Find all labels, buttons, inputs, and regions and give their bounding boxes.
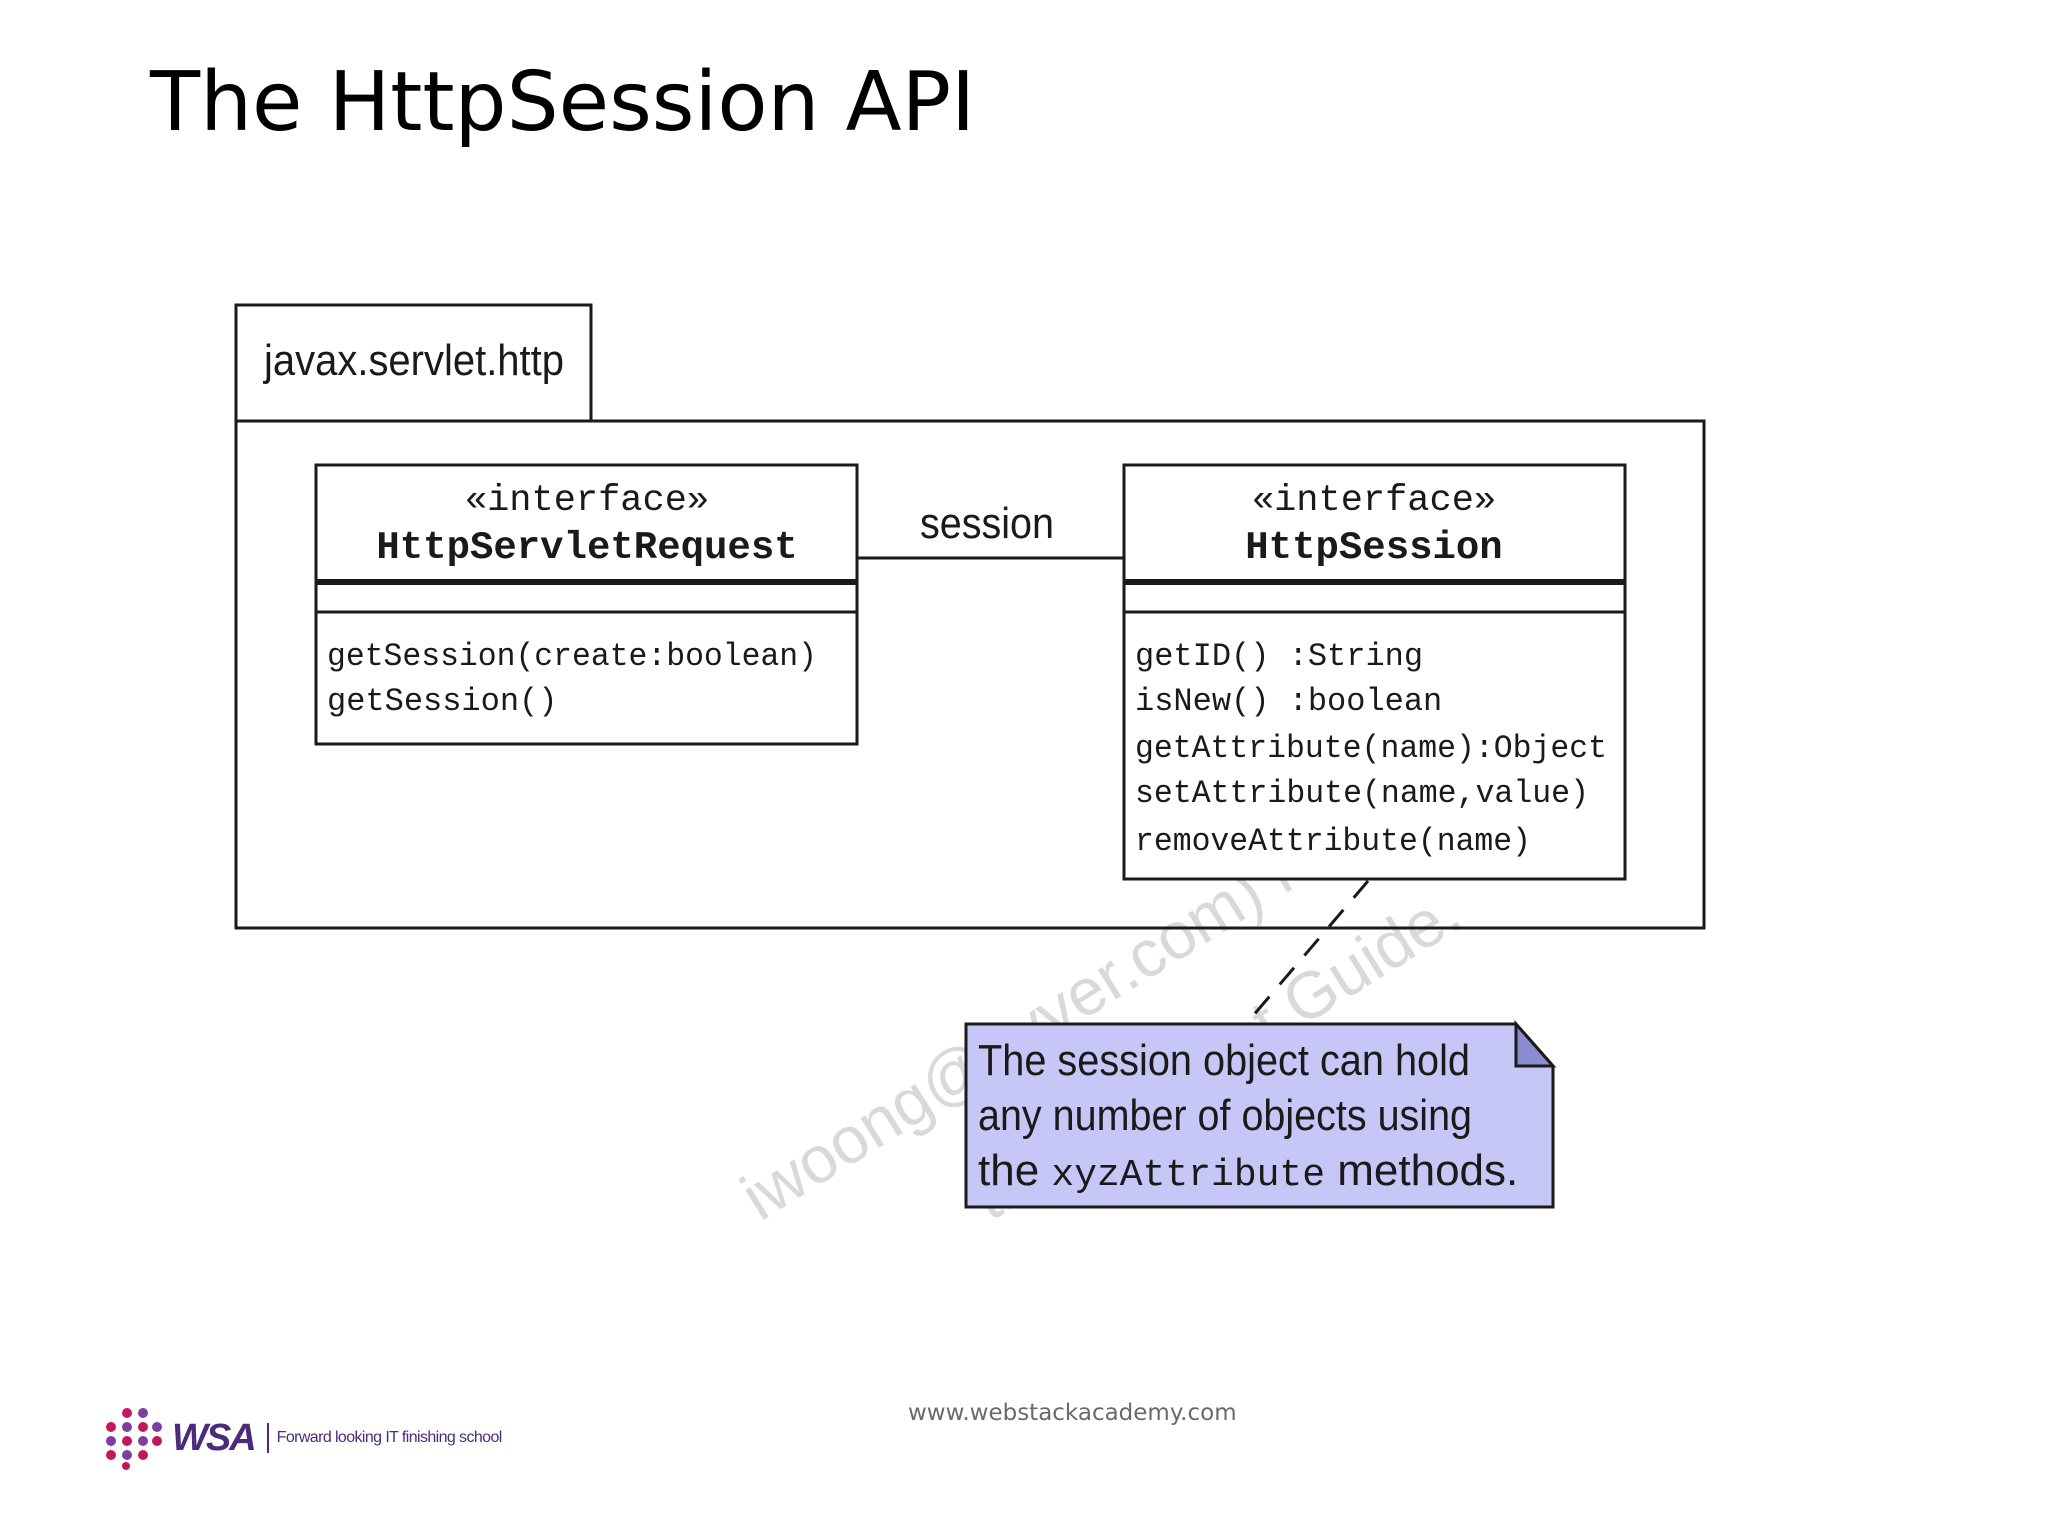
package-javax-servlet-http: javax.servlet.http [234,303,1706,930]
session-method-3: getAttribute(name):Object [1135,730,1607,767]
wsa-logo: WSA Forward looking IT finishing school [102,1406,502,1470]
note: The session object can hold any number o… [964,1020,1557,1209]
note-line-3: the xyzAttribute methods. [978,1146,1518,1197]
slide-title: The HttpSession API [150,55,976,150]
session-class-name: HttpSession [1245,526,1502,570]
request-method-1: getSession(create:boolean) [327,638,817,675]
request-stereotype: «interface» [465,480,709,522]
package-body [234,419,1706,930]
request-class-name: HttpServletRequest [376,526,797,570]
logo-dot-grid-icon [102,1406,164,1470]
class-box [1122,463,1627,881]
association-label: session [920,499,1054,548]
class-http-session: «interface» HttpSession getID() :String … [1122,463,1627,881]
note-body [964,1022,1555,1209]
note-line-3-suffix: methods. [1325,1146,1518,1195]
note-folded-corner [1514,1020,1557,1068]
request-method-2: getSession() [327,683,557,720]
note-line-1: The session object can hold [978,1036,1470,1085]
class-box [314,463,859,746]
session-method-4: setAttribute(name,value) [1135,775,1589,812]
note-anchor-line [1244,880,1370,1025]
note-line-3-code: xyzAttribute [1051,1154,1325,1197]
note-line-3-prefix: the [978,1146,1051,1195]
logo-separator [266,1423,269,1453]
session-method-1: getID() :String [1135,638,1423,675]
logo-wordmark: WSA [172,1416,257,1459]
package-name: javax.servlet.http [262,336,564,385]
class-http-servlet-request: «interface» HttpServletRequest getSessio… [314,463,859,746]
session-method-5: removeAttribute(name) [1135,823,1531,860]
session-method-2: isNew() :boolean [1135,683,1442,720]
logo-tagline: Forward looking IT finishing school [276,1429,503,1446]
note-line-2: any number of objects using [978,1091,1472,1140]
package-tab [234,303,593,423]
session-stereotype: «interface» [1252,480,1496,522]
footer-url: www.webstackacademy.com [908,1400,1237,1426]
